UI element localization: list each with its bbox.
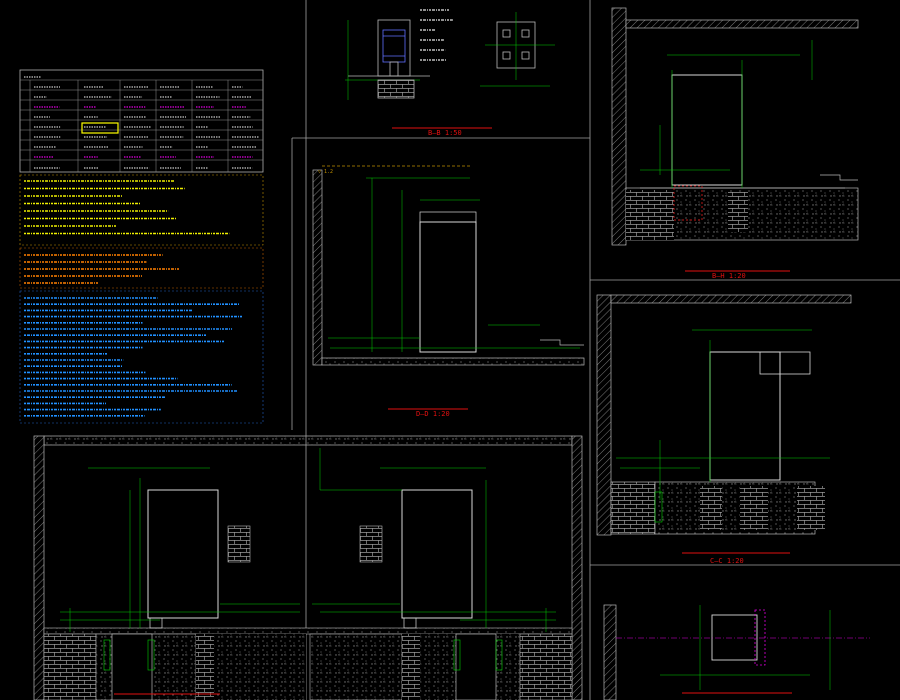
notes-yellow: [19, 174, 264, 246]
plan-bottom: [603, 604, 870, 700]
sheet-frame: [291, 0, 900, 700]
section-d-scale: D—D 1:20: [416, 410, 450, 418]
detail-plan-right: [480, 12, 555, 87]
notes-orange: [19, 247, 264, 289]
spec-table: [19, 69, 264, 173]
detail-section-left: [345, 19, 430, 100]
section-b: B—H 1:20: [611, 7, 859, 280]
section-b-scale: B—H 1:20: [712, 272, 746, 280]
detail-top: B—B 1:50: [345, 9, 555, 137]
section-d-label: ▽ 1.2: [318, 169, 333, 175]
section-main: [33, 430, 583, 700]
section-c: C—C 1:20: [596, 294, 852, 565]
notes-blue: [19, 290, 264, 424]
detail-top-scale: B—B 1:50: [428, 129, 462, 137]
section-c-scale: C—C 1:20: [710, 557, 744, 565]
table-highlight-cell: [81, 122, 119, 134]
section-d: ▽ 1.2 D—D 1:20: [312, 165, 585, 418]
table-cells: [24, 76, 259, 169]
